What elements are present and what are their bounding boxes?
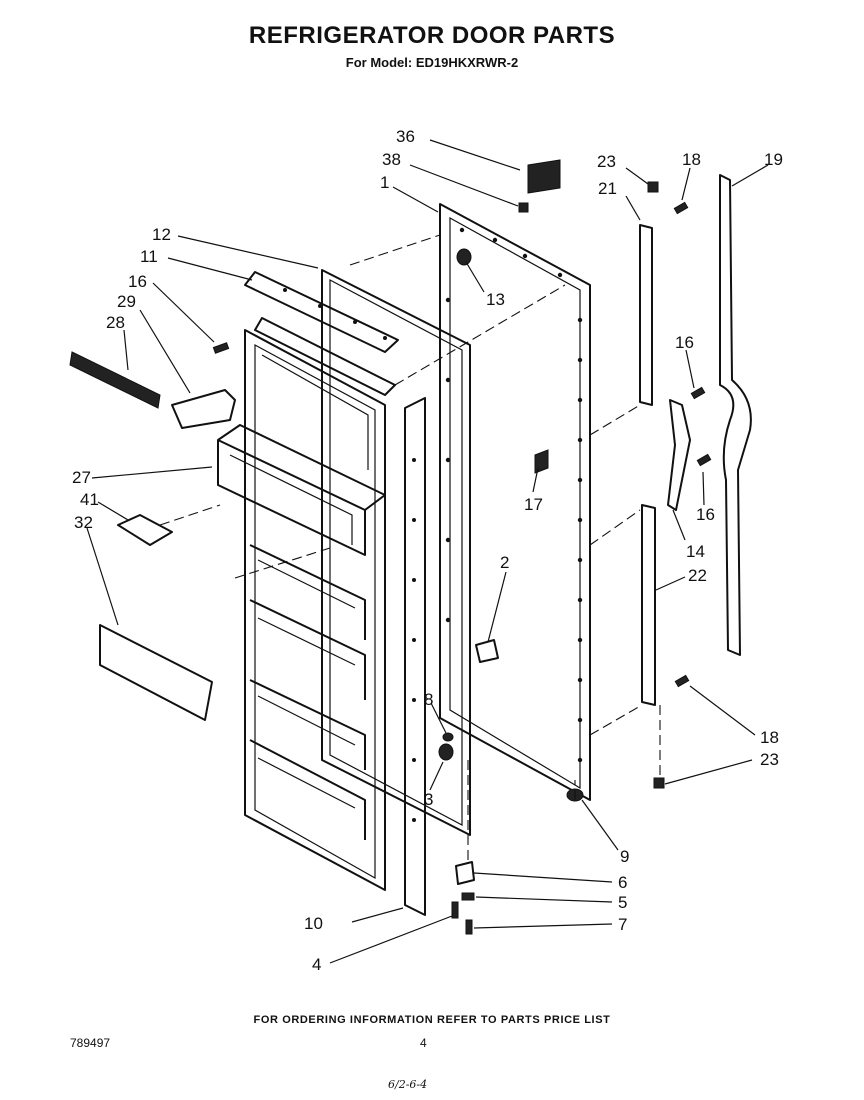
leader-lines xyxy=(86,139,769,964)
callout-41: 41 xyxy=(80,490,99,509)
door-trim-10 xyxy=(404,397,426,916)
callout-28: 28 xyxy=(106,313,125,332)
screw-18-top xyxy=(673,201,689,215)
door-label-36 xyxy=(527,159,561,194)
cap-23-bottom xyxy=(653,777,665,789)
callout-13: 13 xyxy=(486,290,505,309)
callout-4: 4 xyxy=(312,955,321,974)
cap-23-top xyxy=(647,181,659,193)
callout-labels: 36 38 1 23 18 19 21 12 11 16 13 29 28 16… xyxy=(72,127,783,974)
hinge-2 xyxy=(475,639,499,663)
cover-rail-28 xyxy=(69,351,161,409)
callout-10: 10 xyxy=(304,914,323,933)
callout-38: 38 xyxy=(382,150,401,169)
outer-door-panel xyxy=(439,203,591,801)
callout-1: 1 xyxy=(380,173,389,192)
door-liner xyxy=(244,329,386,891)
screw-7 xyxy=(465,919,473,935)
handle-channel-21 xyxy=(639,224,653,406)
callout-9: 9 xyxy=(620,847,629,866)
callout-36: 36 xyxy=(396,127,415,146)
callout-23-bottom: 23 xyxy=(760,750,779,769)
door-cam-13 xyxy=(456,248,472,266)
callout-29: 29 xyxy=(117,292,136,311)
callout-14: 14 xyxy=(686,542,705,561)
callout-3: 3 xyxy=(424,790,433,809)
screw-4 xyxy=(451,901,459,919)
door-handle-19 xyxy=(719,174,752,656)
ordering-note: FOR ORDERING INFORMATION REFER TO PARTS … xyxy=(253,1014,611,1026)
cup-41 xyxy=(117,514,173,546)
bushing-8 xyxy=(442,732,454,742)
callout-19: 19 xyxy=(764,150,783,169)
callout-16-left: 16 xyxy=(128,272,147,291)
callout-12: 12 xyxy=(152,225,171,244)
callout-22: 22 xyxy=(688,566,707,585)
callout-18-top: 18 xyxy=(682,150,701,169)
callout-8: 8 xyxy=(424,690,433,709)
page-number: 4 xyxy=(420,1036,427,1050)
callout-21: 21 xyxy=(598,179,617,198)
screw-16-right-top xyxy=(690,386,706,400)
door-gasket xyxy=(321,269,471,836)
small-label-38 xyxy=(518,202,529,213)
callout-16-right-bottom: 16 xyxy=(696,505,715,524)
callout-32: 32 xyxy=(74,513,93,532)
callout-16-right-top: 16 xyxy=(675,333,694,352)
callout-11: 11 xyxy=(140,247,158,266)
model-subtitle: For Model: ED19HKXRWR-2 xyxy=(345,55,519,70)
bracket-29 xyxy=(171,389,236,429)
callout-23-top: 23 xyxy=(597,152,616,171)
callout-5: 5 xyxy=(618,893,627,912)
callout-17: 17 xyxy=(524,495,543,514)
handle-channel-22 xyxy=(641,504,656,706)
callout-6: 6 xyxy=(618,873,627,892)
door-bin-27 xyxy=(217,424,386,556)
document-number: 789497 xyxy=(70,1036,111,1050)
callout-27: 27 xyxy=(72,468,91,487)
screw-16-left xyxy=(212,342,230,354)
callout-2: 2 xyxy=(500,553,509,572)
callout-18-bottom: 18 xyxy=(760,728,779,747)
handle-bracket-14 xyxy=(667,399,691,511)
liner-retainer-strip xyxy=(254,317,396,396)
hinge-6 xyxy=(455,861,475,885)
callout-7: 7 xyxy=(618,915,627,934)
washer-5 xyxy=(461,892,475,901)
alignment-lines xyxy=(159,234,661,862)
liner-retainer-11 xyxy=(244,271,399,353)
page-title: REFRIGERATOR DOOR PARTS xyxy=(248,22,616,49)
shelf-front-32 xyxy=(99,624,213,721)
screw-18-bottom xyxy=(674,674,690,688)
screw-16-right-bottom xyxy=(696,453,712,467)
door-stop-17 xyxy=(534,449,549,474)
cam-3 xyxy=(438,743,454,761)
handwritten-note: 6/2-6-4 xyxy=(388,1078,428,1091)
